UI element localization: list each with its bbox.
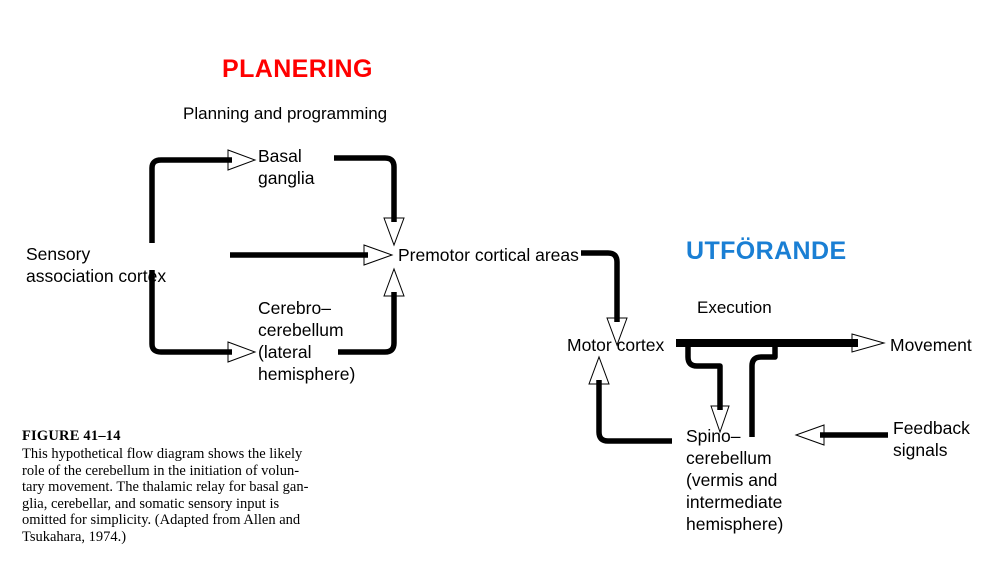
execution-subheading: Execution <box>697 298 772 317</box>
figure-caption-title: FIGURE 41–14 <box>22 428 121 444</box>
edge-motor-cortex-to-movement <box>676 333 886 353</box>
figure-caption: FIGURE 41–14 This hypothetical flow diag… <box>22 428 322 545</box>
execution-section-heading: UTFÖRANDE <box>686 237 847 265</box>
edge-sensory-to-premotor <box>230 244 394 266</box>
planning-subheading: Planning and programming <box>183 104 388 123</box>
node-feedback-signals: Feedback signals <box>893 418 970 460</box>
edge-motor-output-branch-down <box>685 343 730 434</box>
node-premotor-cortical-areas: Premotor cortical areas <box>398 245 579 265</box>
figure-caption-body: This hypothetical flow diagram shows the… <box>22 446 309 545</box>
edge-sensory-to-basal-ganglia <box>149 149 257 243</box>
node-sensory-association-cortex: Sensory association cortex <box>26 244 167 286</box>
node-movement: Movement <box>890 335 972 355</box>
edge-premotor-to-motor-cortex <box>581 250 628 347</box>
planning-section-heading: PLANERING <box>222 55 373 83</box>
edge-spino-cerebellum-branch-up <box>749 343 778 437</box>
node-motor-cortex: Motor cortex <box>567 335 665 355</box>
node-cerebro-cerebellum: Cerebro– cerebellum (lateral hemisphere) <box>258 298 356 384</box>
node-basal-ganglia: Basal ganglia <box>258 146 315 188</box>
edge-spino-cerebellum-to-motor-cortex <box>588 355 672 444</box>
node-spino-cerebellum: Spino– cerebellum (vermis and intermedia… <box>686 426 784 534</box>
